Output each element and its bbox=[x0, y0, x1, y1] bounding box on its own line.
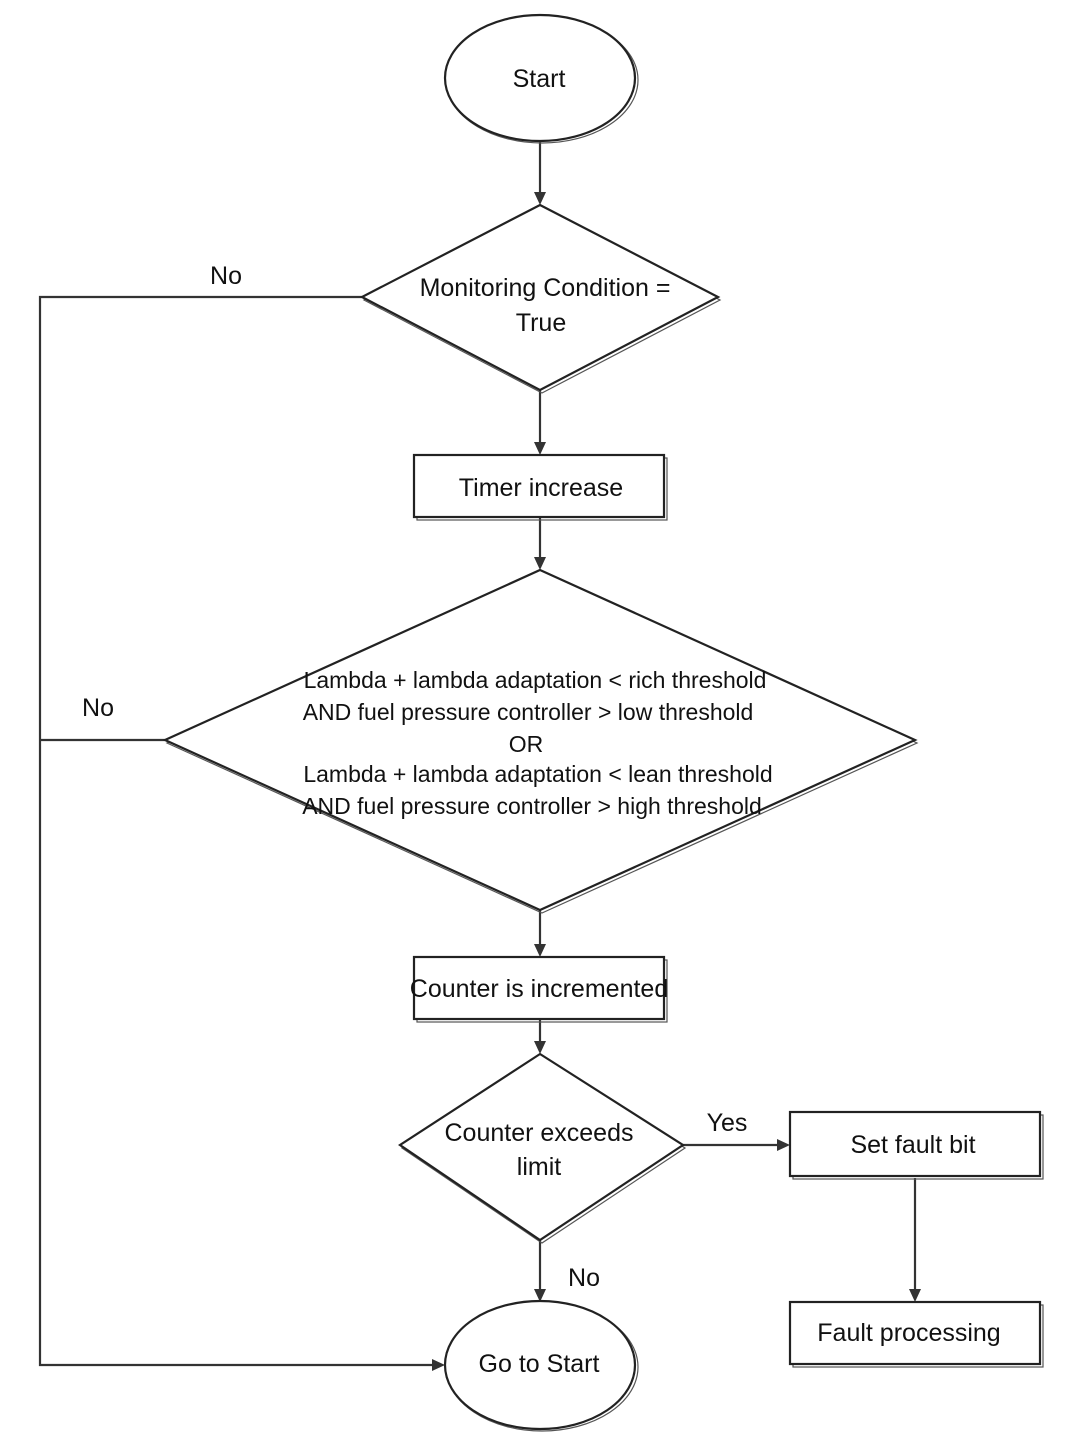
go-to-start-node: Go to Start bbox=[443, 1299, 639, 1432]
lambda-label-line1: Lambda + lambda adaptation < rich thresh… bbox=[304, 667, 767, 693]
exceeds-label-line1: Counter exceeds bbox=[444, 1119, 633, 1147]
lambda-label-line5: AND fuel pressure controller > high thre… bbox=[302, 793, 762, 819]
arrowhead-icon bbox=[909, 1289, 921, 1302]
monitoring-label-line1: Monitoring Condition = bbox=[420, 274, 671, 302]
counter-step: Counter is incremented bbox=[410, 955, 668, 1023]
timer-step: Timer increase bbox=[412, 453, 668, 521]
lambda-decision: Lambda + lambda adaptation < rich thresh… bbox=[162, 568, 919, 914]
arrowhead-icon bbox=[534, 944, 546, 957]
arrowhead-icon bbox=[432, 1359, 445, 1371]
edge-no-loop bbox=[38, 295, 433, 1367]
arrowhead-icon bbox=[534, 192, 546, 205]
monitoring-label-line2: True bbox=[516, 309, 566, 337]
exceeds-label-line2: limit bbox=[517, 1153, 561, 1181]
connectors bbox=[38, 142, 921, 1371]
lambda-label-line3: OR bbox=[509, 731, 544, 757]
exceeds-decision: Counter exceeds limit bbox=[398, 1052, 687, 1244]
exceeds-yes-label: Yes bbox=[707, 1109, 748, 1137]
arrowhead-icon bbox=[534, 1041, 546, 1054]
start-node: Start bbox=[443, 13, 639, 144]
fault-processing-step: Fault processing bbox=[788, 1300, 1044, 1368]
arrowhead-icon bbox=[534, 1289, 546, 1302]
exceeds-no-label: No bbox=[568, 1264, 600, 1292]
lambda-label-line2: AND fuel pressure controller > low thres… bbox=[303, 699, 754, 725]
set-fault-step: Set fault bit bbox=[788, 1110, 1044, 1180]
fault-processing-label: Fault processing bbox=[817, 1319, 1000, 1347]
lambda-no-label: No bbox=[82, 694, 114, 722]
arrowhead-icon bbox=[534, 557, 546, 570]
set-fault-label: Set fault bit bbox=[850, 1131, 975, 1159]
arrowhead-icon bbox=[777, 1139, 790, 1151]
lambda-label-line4: Lambda + lambda adaptation < lean thresh… bbox=[303, 761, 772, 787]
go-to-start-label: Go to Start bbox=[479, 1350, 600, 1378]
arrowhead-icon bbox=[534, 442, 546, 455]
timer-label: Timer increase bbox=[459, 474, 623, 502]
counter-label: Counter is incremented bbox=[410, 975, 668, 1003]
monitoring-no-label: No bbox=[210, 262, 242, 290]
monitoring-decision: Monitoring Condition = True bbox=[359, 203, 722, 394]
start-label: Start bbox=[513, 65, 566, 93]
